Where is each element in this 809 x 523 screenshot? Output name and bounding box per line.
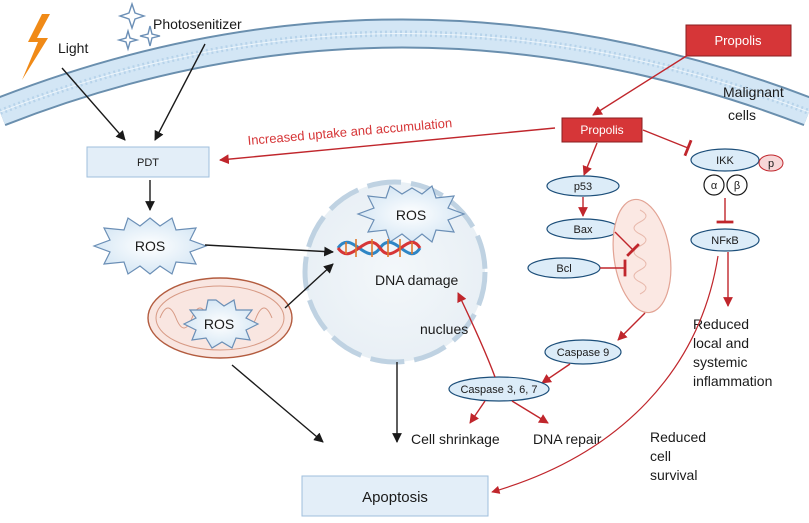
arrow-caspase-to-dna-repair bbox=[511, 400, 549, 424]
apoptosis-label: Apoptosis bbox=[362, 489, 428, 506]
photosensitizer-label: Photosenitizer bbox=[153, 16, 242, 32]
dna-repair-label: DNA repair bbox=[533, 431, 602, 447]
reduced-inflammation-line1: Reduced bbox=[693, 316, 749, 332]
ros-mito-label: ROS bbox=[204, 316, 234, 332]
reduced-survival-line1: Reduced bbox=[650, 429, 706, 445]
apoptosis-box bbox=[301, 475, 489, 517]
arrow-bax-to-mito bbox=[614, 231, 640, 257]
reduced-inflammation-line3: systemic bbox=[693, 354, 747, 370]
alpha-subunit bbox=[703, 174, 725, 196]
ros-nucleus-label: ROS bbox=[396, 207, 426, 223]
inhibit-propolis-to-ikk bbox=[642, 129, 693, 157]
mitochondrion-left: ROS bbox=[147, 277, 293, 359]
arrow-ros-to-dna bbox=[204, 244, 334, 257]
arrow-nfkb-to-apoptosis bbox=[491, 255, 719, 494]
beta-label: β bbox=[734, 180, 740, 192]
arrow-photosensitizer-to-pdt bbox=[154, 43, 206, 141]
arrow-propolis-to-p53 bbox=[582, 142, 598, 176]
caspase9-label: Caspase 9 bbox=[557, 347, 610, 359]
phospho-label: p bbox=[768, 158, 774, 170]
arrow-caspase9-to-caspase367 bbox=[541, 363, 571, 384]
pdt-label: PDT bbox=[137, 157, 159, 169]
ros-left-burst: ROS bbox=[92, 217, 208, 275]
ros-left-label: ROS bbox=[135, 238, 165, 254]
alpha-label: α bbox=[711, 180, 718, 192]
lightning-icon bbox=[22, 14, 50, 80]
propolis-inner-label: Propolis bbox=[580, 123, 623, 137]
arrow-mito-to-caspase9 bbox=[617, 312, 646, 341]
caspase9-oval bbox=[544, 339, 622, 365]
dna-damage-label: DNA damage bbox=[375, 272, 458, 288]
pdt-box bbox=[86, 146, 210, 178]
malignant-label-line1: Malignant bbox=[723, 84, 784, 100]
propolis-top-label: Propolis bbox=[715, 33, 762, 48]
propolis-inner-box bbox=[561, 117, 643, 143]
p53-label: p53 bbox=[574, 181, 592, 193]
light-label: Light bbox=[58, 40, 88, 56]
photosensitizer-icon bbox=[116, 1, 161, 52]
nfkb-oval bbox=[690, 228, 760, 252]
ros-nucleus-burst: ROS bbox=[356, 184, 466, 244]
ikk-label: IKK bbox=[716, 155, 734, 167]
arrow-mito-to-apoptosis bbox=[231, 364, 324, 443]
arrow-propolis-entry bbox=[592, 54, 689, 116]
reduced-survival-line3: survival bbox=[650, 467, 697, 483]
nucleus-label: nuclues bbox=[420, 321, 468, 337]
dna-helix-icon bbox=[336, 239, 422, 257]
bcl-label: Bcl bbox=[556, 263, 571, 275]
propolis-top-box bbox=[685, 24, 792, 57]
malignant-label-line2: cells bbox=[728, 107, 756, 123]
mitochondrion-right bbox=[612, 198, 672, 314]
cell-membrane bbox=[0, 18, 809, 127]
phospho-oval bbox=[758, 154, 784, 172]
cell-shrinkage-label: Cell shrinkage bbox=[411, 431, 500, 447]
reduced-inflammation-line4: inflammation bbox=[693, 373, 772, 389]
reduced-survival-line2: cell bbox=[650, 448, 671, 464]
arrow-increased-uptake bbox=[219, 127, 556, 165]
bax-label: Bax bbox=[574, 224, 593, 236]
reduced-inflammation-line2: local and bbox=[693, 335, 749, 351]
p53-oval bbox=[546, 175, 620, 197]
arrow-mito-to-dna bbox=[284, 263, 334, 309]
ikk-oval bbox=[690, 148, 760, 172]
arrow-light-to-pdt bbox=[61, 67, 126, 141]
arrow-caspase-to-shrinkage bbox=[469, 400, 486, 424]
arrow-caspase-to-dna-damage bbox=[457, 292, 496, 378]
caspase367-label: Caspase 3, 6, 7 bbox=[460, 384, 537, 396]
caspase367-oval bbox=[448, 376, 550, 402]
beta-subunit bbox=[726, 174, 748, 196]
increased-uptake-label: Increased uptake and accumulation bbox=[247, 115, 453, 148]
nfkb-label: NFκB bbox=[711, 235, 739, 247]
